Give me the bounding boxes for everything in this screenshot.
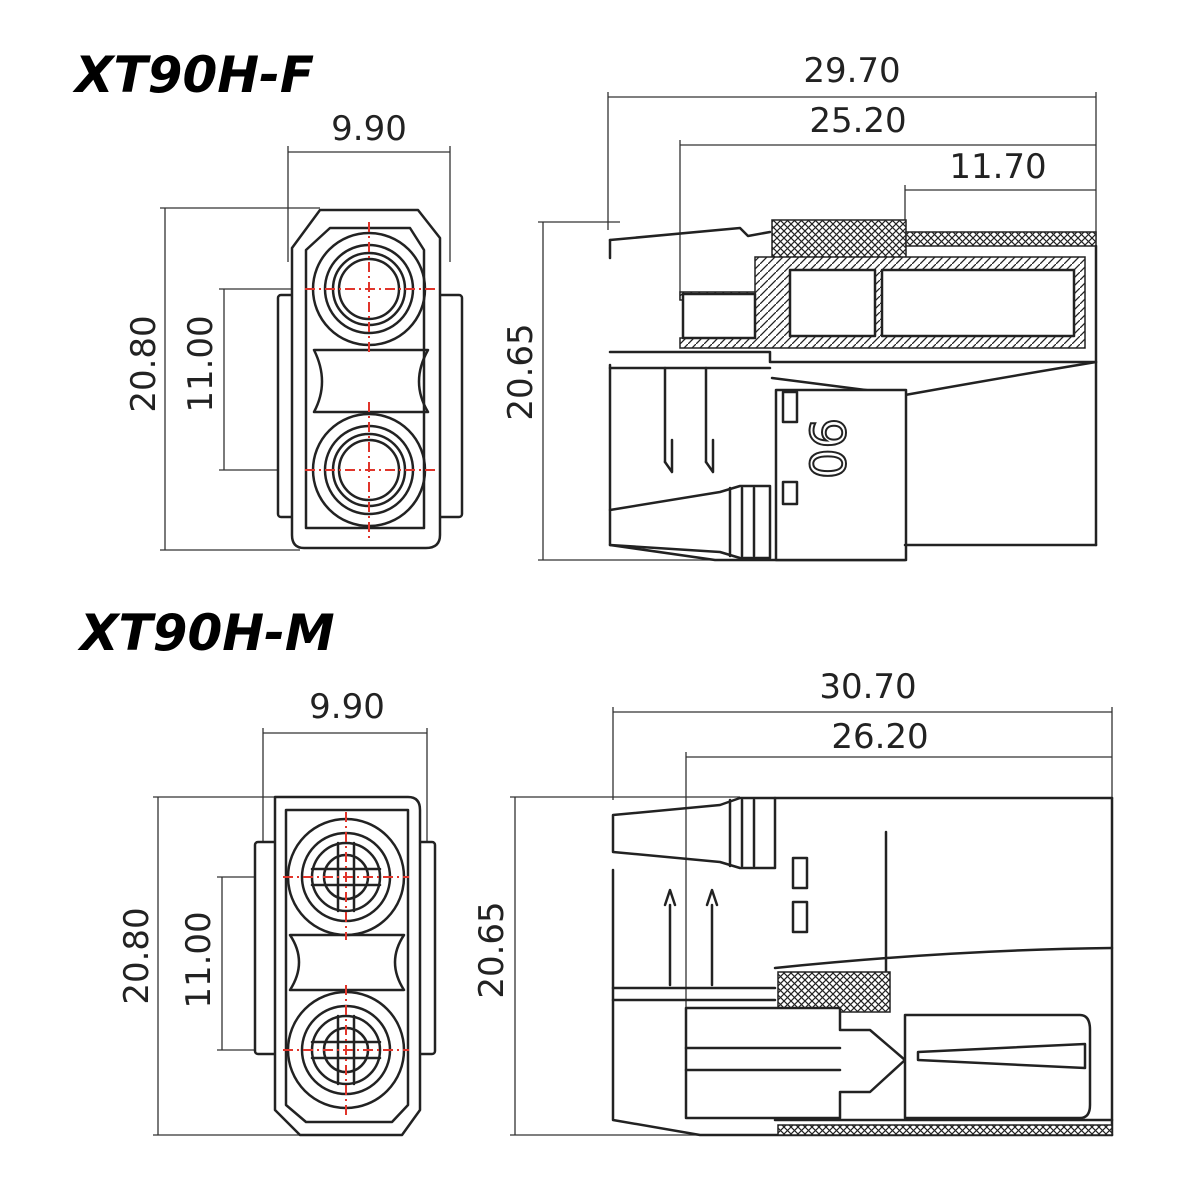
female-side-inner-length-label: 25.20 xyxy=(809,101,906,141)
male-side-inner-length-label: 26.20 xyxy=(831,717,928,757)
female-front-height-label: 20.80 xyxy=(124,315,164,412)
female-front-pitch-label: 11.00 xyxy=(181,315,221,412)
male-front-dimensions: 9.90 20.80 11.00 xyxy=(117,687,428,1136)
female-side-height-label: 20.65 xyxy=(501,323,541,420)
male-front-height-label: 20.80 xyxy=(117,907,157,1004)
male-title: XT90H-M xyxy=(77,604,335,662)
female-side-length-label: 29.70 xyxy=(803,51,900,91)
male-front-width-label: 9.90 xyxy=(309,687,385,727)
male-side-height-label: 20.65 xyxy=(472,901,512,998)
female-front-view xyxy=(276,208,464,550)
male-front-view xyxy=(253,795,437,1137)
female-body-marking: 90 xyxy=(798,418,854,479)
male-side-view xyxy=(611,796,1114,1137)
female-side-pin-length-label: 11.70 xyxy=(949,147,1046,187)
male-front-pitch-label: 11.00 xyxy=(179,911,219,1008)
female-side-dimensions: 29.70 25.20 11.70 20.65 xyxy=(501,51,1097,561)
female-title: XT90H-F xyxy=(72,46,314,104)
male-side-length-label: 30.70 xyxy=(819,667,916,707)
female-side-view: 90 xyxy=(608,219,1098,562)
male-side-dimensions: 30.70 26.20 20.65 xyxy=(472,667,1113,1136)
female-front-width-label: 9.90 xyxy=(331,109,407,149)
